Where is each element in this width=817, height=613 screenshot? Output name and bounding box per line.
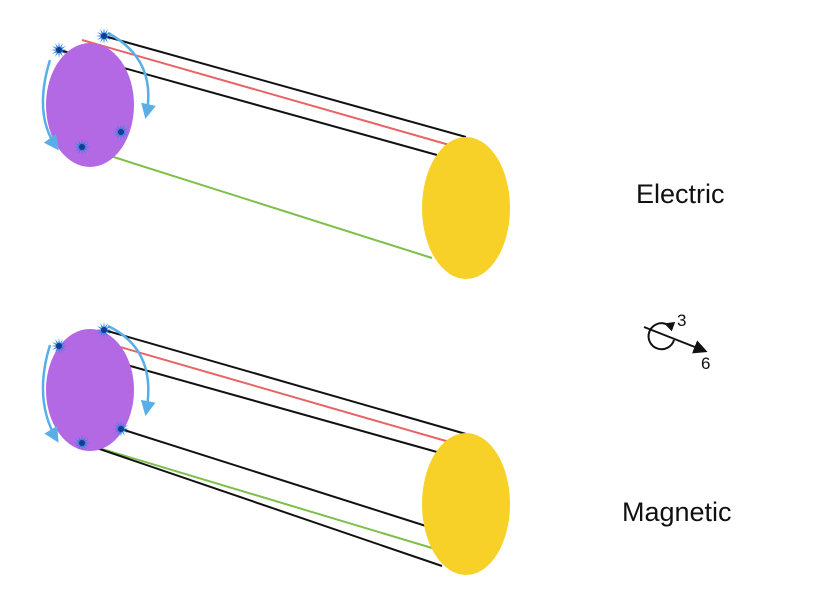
rotation-symbol: 3 6	[643, 311, 710, 373]
magnetic-line-black-3	[120, 428, 427, 527]
magnetic-rotation-arrow-right	[107, 324, 156, 416]
magnetic-sparkle-core	[101, 327, 107, 333]
magnetic-line-black-5	[81, 442, 443, 567]
magnetic-left-disk	[46, 329, 134, 451]
electric-line-red-1	[81, 39, 454, 147]
electric-sparkle-core	[101, 33, 107, 39]
electric-label: Electric	[636, 179, 725, 209]
electric-rotation-arrow-left	[41, 59, 59, 151]
magnetic-panel: Magnetic	[41, 322, 732, 575]
magnetic-line-red-1	[81, 335, 454, 444]
magnetic-sparkles	[51, 322, 129, 451]
axis-label: 6	[701, 354, 710, 373]
magnetic-sparkle-core	[56, 343, 62, 349]
electric-sparkle-core	[79, 144, 85, 150]
magnetic-line-black-0	[103, 329, 467, 435]
magnetic-sparkle-core	[118, 426, 124, 432]
electric-panel: Electric	[41, 28, 725, 279]
magnetic-label: Magnetic	[622, 497, 732, 527]
magnetic-line-green-4	[81, 442, 433, 549]
electric-line-black-0	[103, 35, 467, 138]
electric-right-disk	[422, 137, 510, 279]
electric-rotation-arrow-right	[107, 31, 156, 119]
magnetic-rotation-arrow-left	[41, 344, 59, 443]
electric-sparkle-core	[56, 47, 62, 53]
rotation-circle-arrow	[647, 322, 676, 351]
electric-sparkles	[51, 28, 129, 155]
magnetic-right-disk	[422, 433, 510, 575]
rotation-label: 3	[677, 311, 686, 330]
electric-line-green-3	[81, 146, 433, 259]
magnetic-sparkle-core	[79, 440, 85, 446]
electric-left-disk	[46, 43, 134, 167]
electric-sparkle-core	[118, 129, 124, 135]
rotation-axis-arrow	[643, 326, 708, 354]
